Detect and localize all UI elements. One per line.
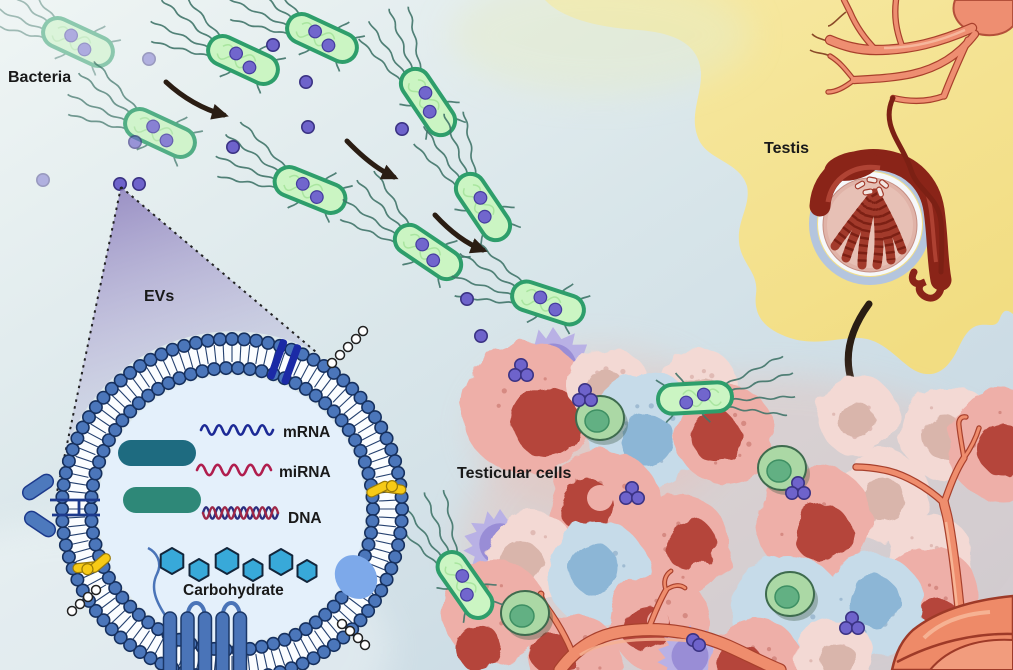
seminiferous-tubules [830,176,907,270]
movement-arrows [163,79,488,254]
label-evs: EVs [144,288,174,305]
carbohydrate-hexagons [159,547,318,583]
vas-deferens [886,95,945,275]
label-testis: Testis [764,140,809,157]
testicular-artery-vessels [809,0,1013,104]
ev-particles [35,37,865,652]
large-vessel-mass [890,594,1013,670]
body-tissue-region [545,0,1013,375]
testis-anatomy [809,95,952,302]
porin-protein [267,339,302,385]
receptor-protein [21,473,100,538]
nucleic-acids [195,424,280,520]
ev-zoom-cone [56,186,317,493]
labels: Bacteria EVs mRNA miRNA DNA Carbohydrate… [8,69,809,599]
lps-sugar-chains [66,325,371,651]
protein-rod-seagreen [123,487,201,513]
label-mirna: miRNA [279,464,331,481]
testicular-cell-cluster [443,327,1013,670]
peripheral-protein-blob [334,555,378,599]
ev-vesicle-membrane [54,331,409,670]
label-dna: DNA [288,510,322,527]
label-mrna: mRNA [283,424,330,441]
label-bacteria: Bacteria [8,69,71,86]
transmembrane-protein [147,546,248,670]
lipoprotein-yellow [366,480,407,498]
ev-cargo [118,424,318,583]
label-carbohydrate: Carbohydrate [183,582,284,599]
protein-rod-teal [118,440,196,466]
ev-membrane-proteins [21,325,407,670]
lipoprotein-yellow [72,553,111,576]
label-testicular-cells: Testicular cells [457,465,572,482]
